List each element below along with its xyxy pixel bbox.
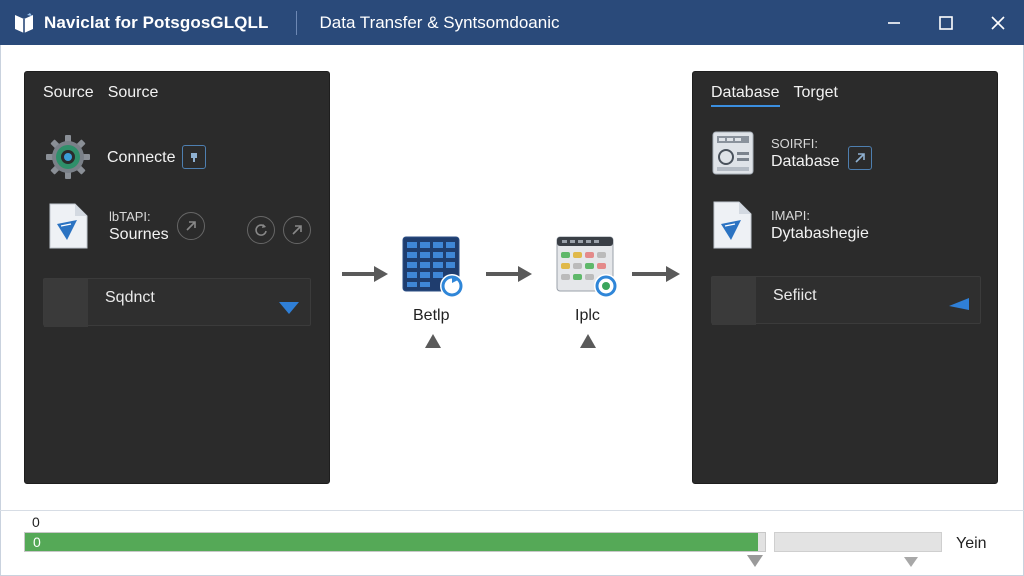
tab-source-2[interactable]: Source [107, 84, 159, 101]
target-panel: Database Torget SOIRFI: Database IMAPI: [692, 71, 998, 484]
dashboard-icon[interactable] [556, 236, 620, 300]
minimize-button[interactable] [868, 0, 920, 45]
maximize-icon [939, 15, 953, 30]
source-connection-row[interactable]: Connecte [45, 134, 206, 180]
progress-value-label: 0 [33, 534, 41, 550]
file-icon [713, 201, 752, 249]
target-select-swatch [712, 277, 756, 325]
arrow-right-icon [486, 266, 532, 282]
source-select-value: Sqdnct [105, 289, 155, 306]
arrow-up-icon [425, 334, 441, 378]
chevron-down-icon [279, 302, 299, 314]
close-button[interactable] [972, 0, 1024, 45]
secondary-progress-bar [774, 532, 942, 552]
app-logo-icon [15, 12, 33, 33]
maximize-button[interactable] [920, 0, 972, 45]
arrow-right-icon [632, 266, 680, 282]
target-connection-sublabel: SOIRFI: [771, 135, 818, 151]
source-refresh-button[interactable] [247, 216, 275, 244]
status-text: Yein [956, 535, 987, 552]
arrow-right-icon [342, 266, 388, 282]
gear-icon [46, 135, 90, 179]
source-link-button[interactable] [176, 212, 205, 240]
title-bar: Naviclat for PotsgosGLQLL Data Transfer … [0, 0, 1024, 45]
progress-top-label: 0 [32, 514, 40, 530]
target-select-value: Sefiict [773, 287, 817, 304]
close-icon [991, 15, 1005, 30]
source-connection-label: Connecte [107, 148, 176, 166]
source-connection-button[interactable] [181, 145, 206, 169]
source-tabs: Source Source [43, 84, 158, 105]
target-open-button[interactable] [847, 146, 872, 170]
target-select[interactable]: Sefiict [711, 276, 981, 325]
caret-left-icon [949, 298, 969, 310]
source-file-sublabel: lbTAPI: [109, 208, 151, 224]
file-icon [49, 203, 88, 249]
link-icon [186, 221, 196, 231]
tab-database[interactable]: Database [711, 84, 780, 107]
source-select-swatch [44, 279, 88, 327]
progress-bar: 0 [24, 532, 766, 552]
pin-icon [190, 153, 197, 162]
app-title: Naviclat for PotsgosGLQLL [44, 12, 269, 32]
table-grid-icon[interactable] [402, 236, 466, 300]
target-tabs: Database Torget [711, 84, 838, 107]
step1-label: Betlp [413, 307, 450, 324]
minimize-icon [888, 21, 900, 24]
progress-marker-icon[interactable] [746, 554, 764, 568]
window-controls [868, 0, 1024, 45]
target-file-sublabel: IMAPI: [771, 207, 811, 223]
tab-source-1[interactable]: Source [43, 84, 94, 101]
source-select[interactable]: Sqdnct [43, 278, 311, 327]
database-server-icon [712, 131, 754, 175]
arrow-up-right-icon [292, 225, 302, 235]
secondary-marker-icon[interactable] [903, 556, 919, 568]
source-panel: Source Source Connecte l [24, 71, 330, 484]
progress-divider [0, 510, 1024, 511]
source-file-row[interactable]: lbTAPI: Sournes [47, 202, 205, 250]
arrow-up-icon [580, 334, 596, 378]
arrow-up-right-icon [854, 153, 865, 163]
source-open-button[interactable] [283, 216, 311, 244]
progress-fill [25, 533, 758, 551]
target-connection-row[interactable]: SOIRFI: Database [711, 130, 872, 176]
tab-target[interactable]: Torget [793, 84, 838, 101]
target-file-row[interactable]: IMAPI: Dytabashegie [711, 200, 869, 250]
dialog-title: Data Transfer & Syntsomdoanic [319, 12, 560, 32]
refresh-icon [255, 224, 267, 236]
target-file-label: Dytabashegie [771, 224, 869, 242]
target-connection-label: Database [771, 152, 840, 170]
step2-label: Iplc [575, 307, 600, 324]
source-file-label: Sournes [109, 225, 169, 243]
title-separator [296, 10, 298, 35]
